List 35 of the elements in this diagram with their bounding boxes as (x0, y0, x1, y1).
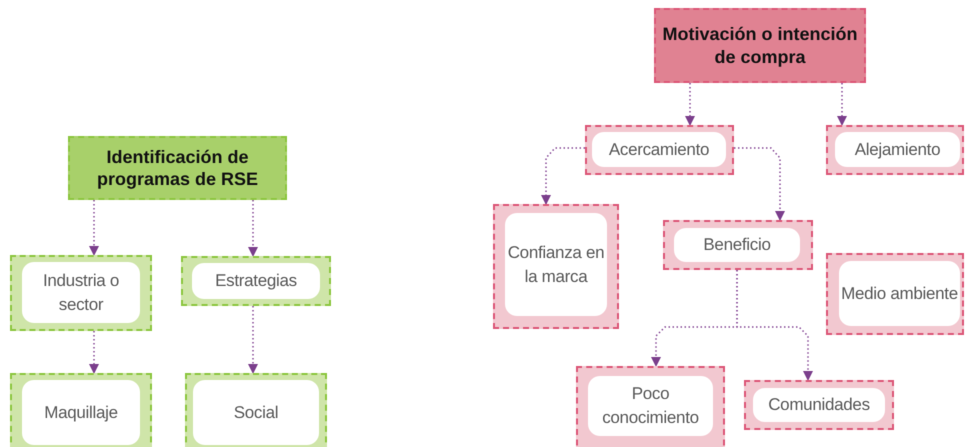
category-label: Poco conocimiento (588, 376, 713, 436)
category-label: Beneficio (674, 228, 800, 262)
category-label: Acercamiento (592, 132, 726, 167)
category-box (826, 253, 964, 335)
heading-box (68, 136, 287, 200)
category-label: Confianza en la marca (505, 213, 607, 316)
heading-text: Identificación de programas de RSE (96, 146, 260, 190)
category-label: Comunidades (753, 388, 885, 422)
arrow (248, 200, 258, 257)
category-box (576, 366, 725, 447)
category-label: Alejamiento (835, 132, 960, 167)
arrow (541, 147, 585, 205)
category-box (185, 373, 327, 447)
arrow (685, 83, 695, 126)
category-label: Medio ambiente (839, 261, 960, 326)
category-box (744, 380, 894, 430)
arrow (734, 147, 785, 221)
category-box (493, 204, 619, 329)
heading-box (654, 8, 866, 83)
category-box (181, 256, 331, 306)
arrow (89, 331, 99, 374)
category-label: Estrategias (192, 263, 320, 299)
arrow (89, 200, 99, 256)
category-box (10, 373, 152, 447)
arrow (837, 83, 847, 126)
heading-text: Motivación o intención de compra (661, 23, 858, 68)
category-label: Social (193, 380, 319, 445)
category-box (585, 125, 734, 175)
category-box (826, 125, 964, 175)
category-label: Industria o sector (22, 262, 140, 323)
arrow (736, 270, 813, 381)
category-box (10, 255, 152, 331)
category-label: Maquillaje (22, 380, 140, 445)
arrow (248, 306, 258, 374)
category-box (663, 220, 813, 270)
